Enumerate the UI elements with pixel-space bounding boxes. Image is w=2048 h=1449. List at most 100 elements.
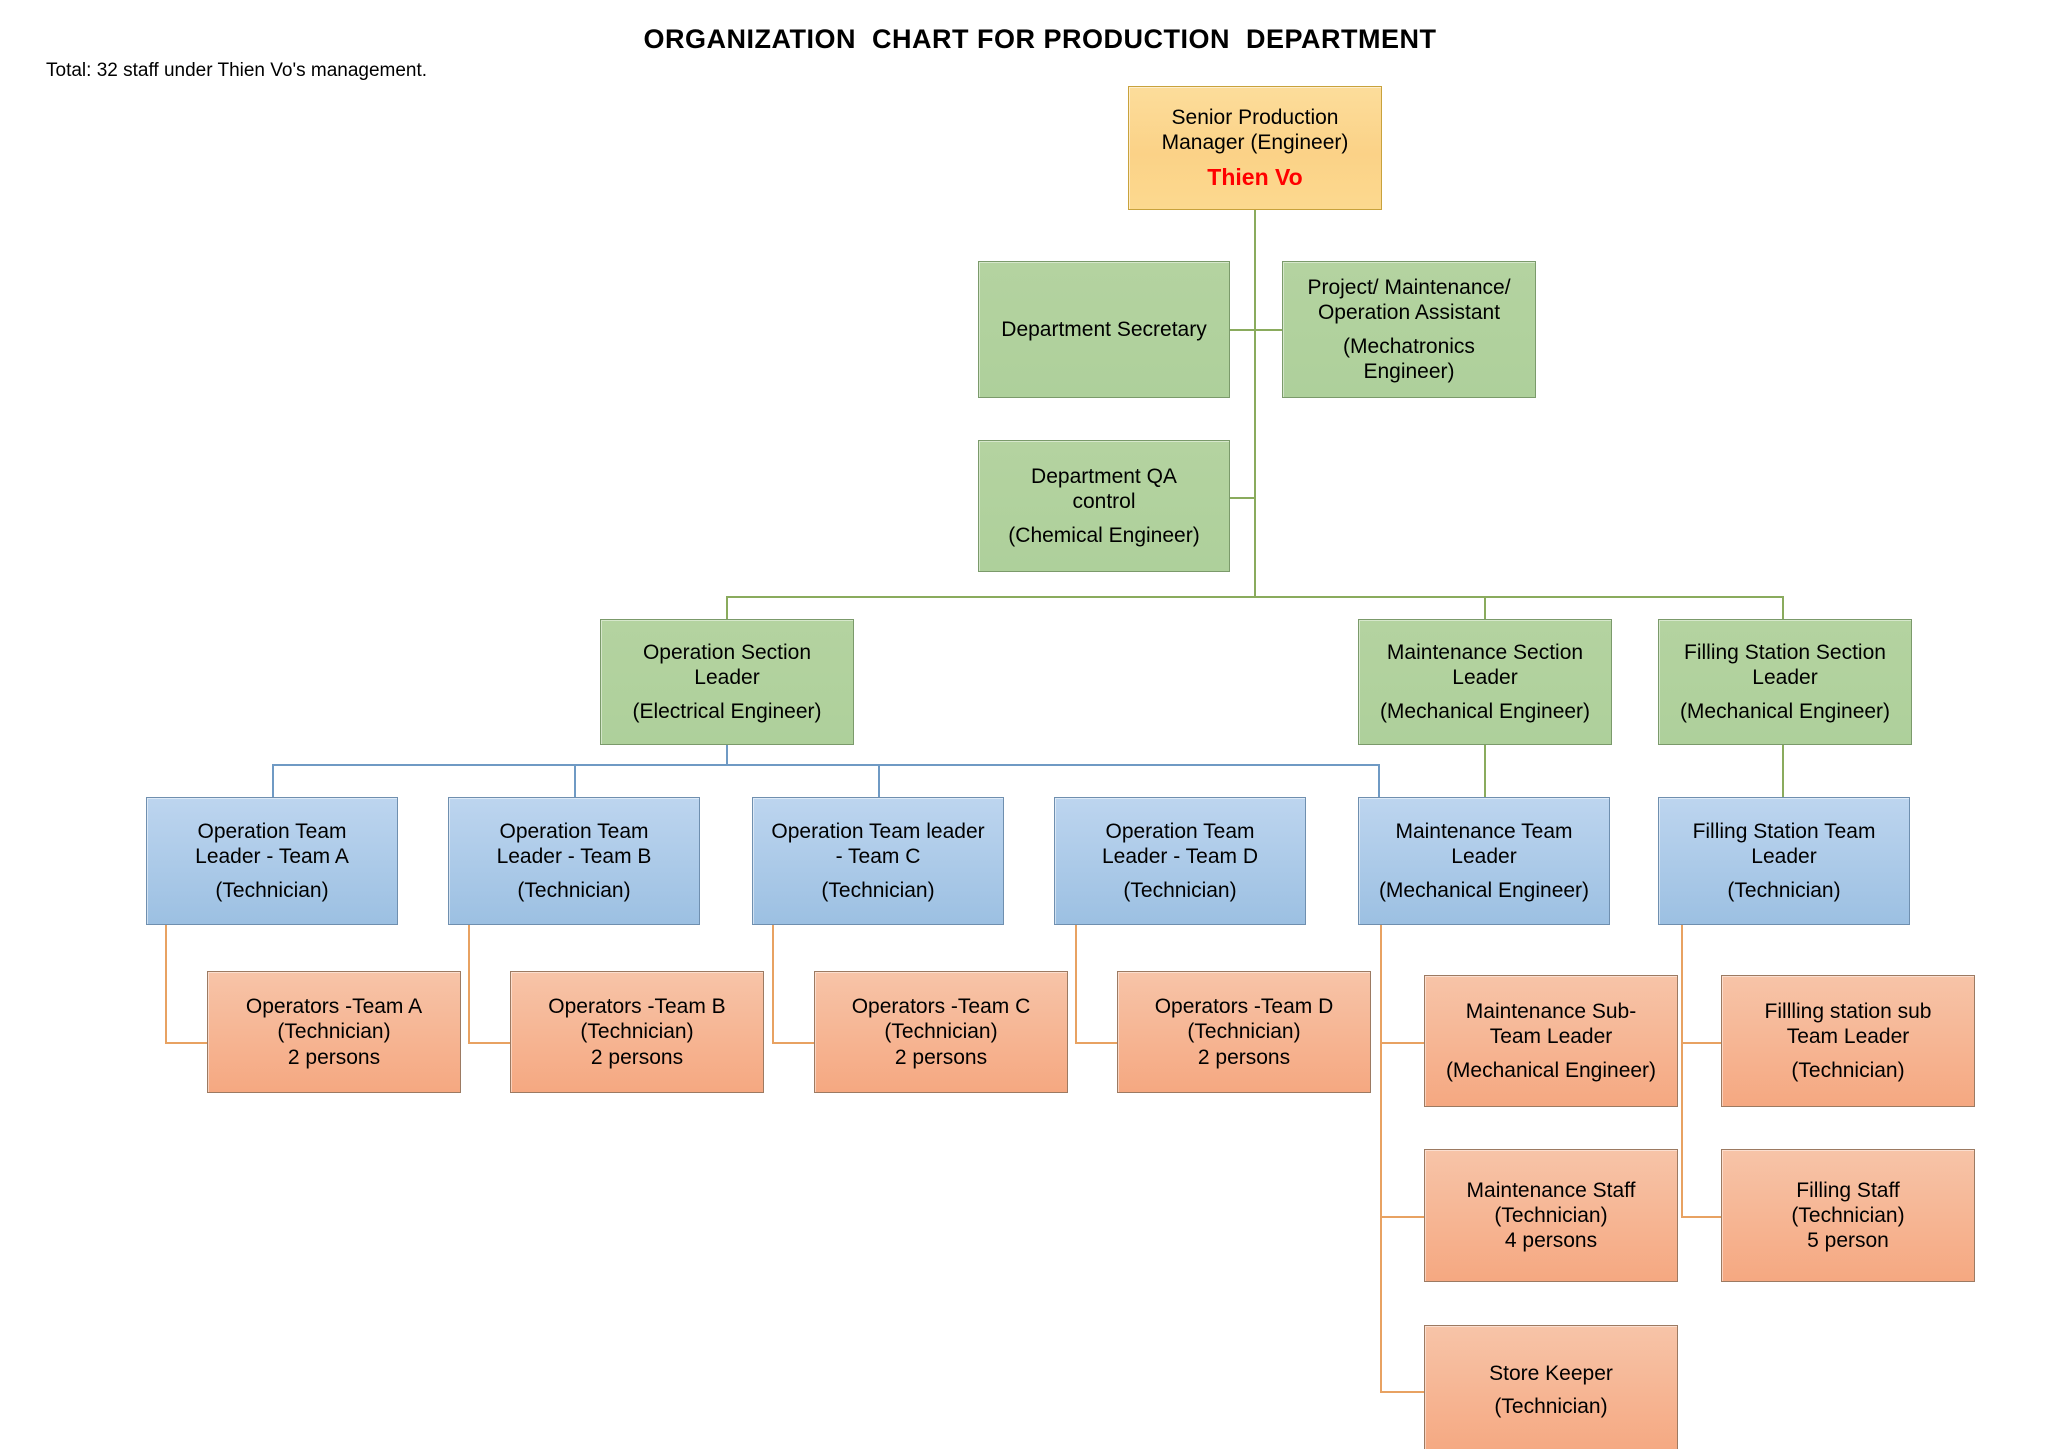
assistant-line-2: Operation Assistant: [1317, 301, 1501, 325]
team-b-line-1: Operation Team: [499, 820, 649, 844]
node-operators-team-b[interactable]: Operators -Team B (Technician) 2 persons: [510, 971, 764, 1093]
connector-filling-section-to-team: [1782, 745, 1784, 797]
operation-section-line-1: Operation Section: [642, 641, 812, 665]
maintenance-sub-line-1: Maintenance Sub-: [1465, 1000, 1637, 1024]
filling-section-line-1: Filling Station Section: [1684, 641, 1886, 665]
operators-b-line-3: 2 persons: [590, 1045, 684, 1069]
operators-a-line-2: (Technician): [277, 1020, 391, 1044]
qa-line-3: (Chemical Engineer): [1008, 523, 1200, 547]
operators-b-line-1: Operators -Team B: [548, 995, 726, 1019]
connector-section-bus: [726, 596, 1784, 598]
maintenance-staff-line-3: 4 persons: [1504, 1229, 1598, 1253]
assistant-line-4: Engineer): [1363, 359, 1455, 383]
node-maintenance-section-leader[interactable]: Maintenance Section Leader (Mechanical E…: [1358, 619, 1612, 745]
filling-sub-line-1: Fillling station sub: [1764, 1000, 1932, 1024]
node-store-keeper[interactable]: Store Keeper (Technician): [1424, 1325, 1678, 1449]
connector-filling-spine: [1681, 925, 1683, 1218]
filling-team-line-3: (Technician): [1727, 878, 1841, 902]
connector-maintenance-to-store-keeper: [1380, 1391, 1424, 1393]
node-operation-team-leader-d[interactable]: Operation Team Leader - Team D (Technici…: [1054, 797, 1306, 925]
node-senior-production-manager[interactable]: Senior Production Manager (Engineer) Thi…: [1128, 86, 1382, 210]
operators-d-line-3: 2 persons: [1197, 1045, 1291, 1069]
maintenance-staff-line-2: (Technician): [1494, 1203, 1608, 1227]
root-line-2: Manager (Engineer): [1161, 130, 1349, 154]
node-operators-team-c[interactable]: Operators -Team C (Technician) 2 persons: [814, 971, 1068, 1093]
maintenance-section-line-3: (Mechanical Engineer): [1379, 699, 1591, 723]
maintenance-team-line-1: Maintenance Team: [1395, 820, 1573, 844]
connector-bus-to-team-d: [1378, 764, 1380, 797]
connector-root-spine: [1254, 210, 1256, 597]
connector-operation-bus: [272, 764, 1380, 766]
node-department-secretary[interactable]: Department Secretary: [978, 261, 1230, 398]
node-filling-station-section-leader[interactable]: Filling Station Section Leader (Mechanic…: [1658, 619, 1912, 745]
operators-c-line-2: (Technician): [884, 1020, 998, 1044]
assistant-line-1: Project/ Maintenance/: [1307, 276, 1511, 300]
node-department-qa-control[interactable]: Department QA control (Chemical Engineer…: [978, 440, 1230, 572]
filling-sub-line-3: (Technician): [1791, 1058, 1905, 1082]
maintenance-section-line-2: Leader: [1452, 666, 1518, 690]
connector-team-b-to-operators: [468, 925, 470, 1043]
operators-c-line-1: Operators -Team C: [851, 995, 1031, 1019]
filling-sub-line-2: Team Leader: [1786, 1025, 1910, 1049]
node-filling-station-team-leader[interactable]: Filling Station Team Leader (Technician): [1658, 797, 1910, 925]
connector-bus-to-team-a: [272, 764, 274, 797]
connector-team-c-to-operators-h: [772, 1042, 814, 1044]
node-filling-staff[interactable]: Filling Staff (Technician) 5 person: [1721, 1149, 1975, 1282]
qa-line-1: Department QA: [1031, 465, 1177, 489]
team-d-line-3: (Technician): [1123, 878, 1237, 902]
page-title: ORGANIZATION CHART FOR PRODUCTION DEPART…: [643, 24, 1437, 54]
filling-section-line-2: Leader: [1752, 666, 1818, 690]
node-maintenance-staff[interactable]: Maintenance Staff (Technician) 4 persons: [1424, 1149, 1678, 1282]
connector-bus-to-team-c: [878, 764, 880, 797]
maintenance-team-line-3: (Mechanical Engineer): [1378, 878, 1590, 902]
team-c-line-3: (Technician): [821, 878, 935, 902]
qa-line-2: control: [1072, 490, 1136, 514]
filling-team-line-1: Filling Station Team: [1692, 820, 1876, 844]
connector-team-c-to-operators: [772, 925, 774, 1043]
connector-maintenance-spine: [1380, 925, 1382, 1393]
root-manager-name: Thien Vo: [1207, 163, 1303, 190]
node-operation-team-leader-c[interactable]: Operation Team leader - Team C (Technici…: [752, 797, 1004, 925]
node-operation-team-leader-b[interactable]: Operation Team Leader - Team B (Technici…: [448, 797, 700, 925]
secretary-line-1: Department Secretary: [1001, 317, 1207, 341]
node-operators-team-a[interactable]: Operators -Team A (Technician) 2 persons: [207, 971, 461, 1093]
connector-filling-to-staff: [1681, 1216, 1721, 1218]
team-b-line-3: (Technician): [517, 878, 631, 902]
connector-spine-to-assistant: [1254, 329, 1282, 331]
connector-bus-to-maintenance-section: [1484, 596, 1486, 619]
maintenance-sub-line-2: Team Leader: [1489, 1025, 1613, 1049]
maintenance-section-line-1: Maintenance Section: [1386, 641, 1584, 665]
connector-team-a-to-operators: [165, 925, 167, 1043]
filling-staff-line-3: 5 person: [1807, 1229, 1889, 1253]
operators-a-line-1: Operators -Team A: [245, 995, 423, 1019]
connector-team-d-to-operators: [1075, 925, 1077, 1043]
maintenance-sub-line-3: (Mechanical Engineer): [1445, 1058, 1657, 1082]
team-b-line-2: Leader - Team B: [496, 845, 652, 869]
team-d-line-1: Operation Team: [1105, 820, 1255, 844]
total-staff-note: Total: 32 staff under Thien Vo's managem…: [46, 60, 428, 81]
assistant-line-3: (Mechatronics: [1343, 334, 1475, 358]
team-a-line-1: Operation Team: [197, 820, 347, 844]
connector-team-d-to-operators-h: [1075, 1042, 1117, 1044]
node-operation-team-leader-a[interactable]: Operation Team Leader - Team A (Technici…: [146, 797, 398, 925]
node-operators-team-d[interactable]: Operators -Team D (Technician) 2 persons: [1117, 971, 1371, 1093]
connector-maintenance-section-to-team: [1484, 745, 1486, 797]
operators-c-line-3: 2 persons: [894, 1045, 988, 1069]
team-a-line-2: Leader - Team A: [195, 845, 349, 869]
operation-section-line-3: (Electrical Engineer): [632, 699, 822, 723]
node-operation-section-leader[interactable]: Operation Section Leader (Electrical Eng…: [600, 619, 854, 745]
team-d-line-2: Leader - Team D: [1101, 845, 1259, 869]
connector-maintenance-to-sub-leader: [1380, 1042, 1424, 1044]
node-filling-station-sub-team-leader[interactable]: Fillling station sub Team Leader (Techni…: [1721, 975, 1975, 1107]
node-maintenance-sub-team-leader[interactable]: Maintenance Sub- Team Leader (Mechanical…: [1424, 975, 1678, 1107]
store-keeper-line-2: (Technician): [1494, 1395, 1608, 1418]
team-c-line-1: Operation Team leader: [771, 820, 985, 844]
connector-team-b-to-operators-h: [468, 1042, 510, 1044]
connector-spine-to-secretary: [1230, 329, 1256, 331]
filling-section-line-3: (Mechanical Engineer): [1679, 699, 1891, 723]
maintenance-team-line-2: Leader: [1451, 845, 1517, 869]
connector-operation-drop: [726, 745, 728, 765]
node-maintenance-team-leader[interactable]: Maintenance Team Leader (Mechanical Engi…: [1358, 797, 1610, 925]
node-project-maintenance-operation-assistant[interactable]: Project/ Maintenance/ Operation Assistan…: [1282, 261, 1536, 398]
